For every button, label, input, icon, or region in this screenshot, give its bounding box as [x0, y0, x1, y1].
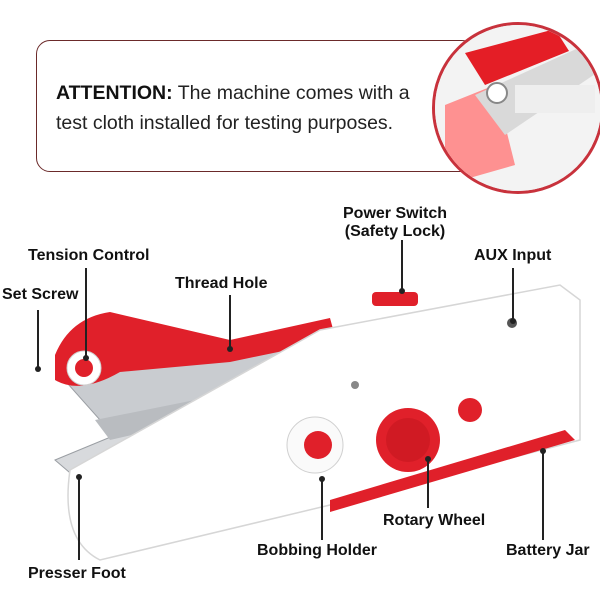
set-screw-leader — [37, 310, 39, 370]
bobbing-holder-leader — [321, 480, 323, 540]
label-power-switch: Power Switch (Safety Lock) — [343, 205, 447, 241]
label-presser-foot: Presser Foot — [28, 565, 126, 582]
aux-input-leader — [512, 268, 514, 320]
label-aux-input: AUX Input — [474, 247, 552, 264]
power-switch-dot — [399, 288, 405, 294]
presser-foot-leader — [78, 478, 80, 560]
notice-line-2: test cloth installed for testing purpose… — [56, 112, 394, 134]
aux-input-dot — [510, 318, 516, 324]
label-power-switch-line1: Power Switch — [343, 205, 448, 222]
test-cloth-zoom-photo — [432, 22, 600, 194]
label-tension-control: Tension Control — [28, 247, 150, 264]
tension-control-leader — [85, 268, 87, 358]
rotary-wheel-dot — [425, 456, 431, 462]
thread-hole-leader — [229, 295, 231, 350]
notice-line-1: The machine comes with a — [177, 82, 410, 104]
set-screw-dot — [35, 366, 41, 372]
tension-control-dot — [83, 355, 89, 361]
rotary-wheel-leader — [427, 460, 429, 508]
attention-notice-box — [36, 40, 476, 172]
label-bobbing-holder: Bobbing Holder — [257, 542, 377, 559]
battery-jar-leader — [542, 452, 544, 540]
power-switch-leader — [401, 240, 403, 292]
notice-heading: ATTENTION: — [56, 82, 173, 104]
label-thread-hole: Thread Hole — [175, 275, 268, 292]
label-power-switch-line2: (Safety Lock) — [344, 223, 446, 240]
label-set-screw: Set Screw — [2, 286, 79, 303]
battery-jar-dot — [540, 448, 546, 454]
bobbing-holder-dot — [319, 476, 325, 482]
thread-hole-dot — [227, 346, 233, 352]
label-battery-jar: Battery Jar — [506, 542, 590, 559]
attention-notice: ATTENTION: The machine comes with a test… — [56, 78, 428, 138]
presser-foot-dot — [76, 474, 82, 480]
label-rotary-wheel: Rotary Wheel — [383, 512, 486, 529]
